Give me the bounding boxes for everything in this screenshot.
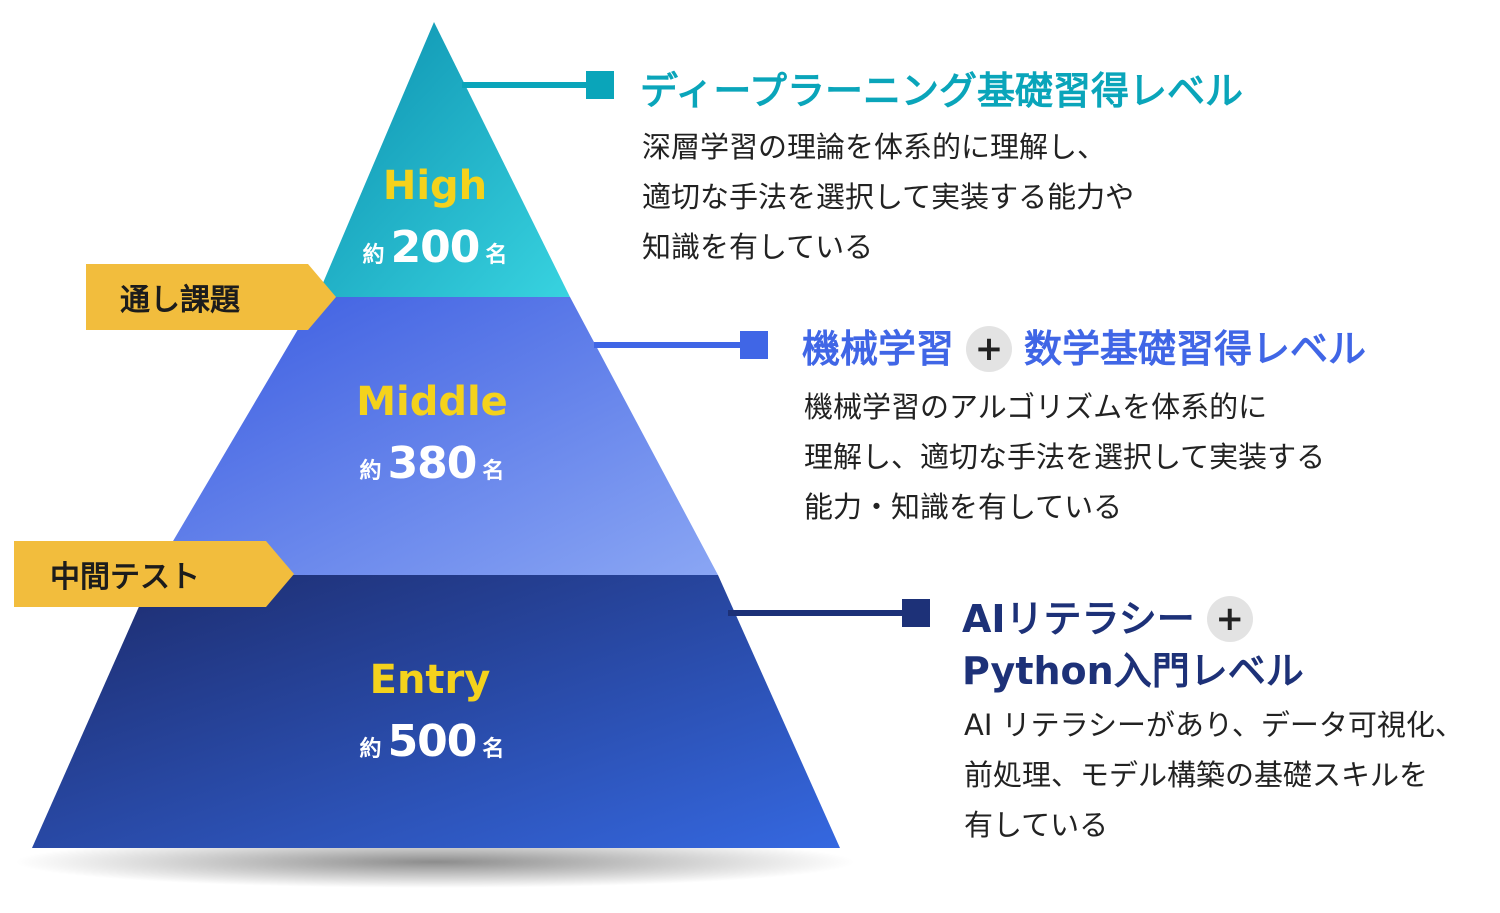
level-middle-description: 機械学習のアルゴリズムを体系的に 理解し、適切な手法を選択して実装する 能力・知… <box>804 382 1325 532</box>
level-entry-desc-line-3: 有している <box>964 808 1109 842</box>
level-entry-title-line-2: Python入門レベル <box>962 649 1304 693</box>
tier-high-shape <box>317 22 570 297</box>
tag-midterm-test: 中間テスト <box>14 541 294 607</box>
tier-entry-count-suffix: 名 <box>482 737 505 762</box>
level-middle-desc-line-2: 理解し、適切な手法を選択して実装する <box>804 440 1326 474</box>
level-entry-title-part1: AIリテラシー <box>962 597 1195 641</box>
connector-high-square <box>586 71 614 99</box>
connector-middle-square <box>740 331 768 359</box>
level-entry-description: AI リテラシーがあり、データ可視化、 前処理、モデル構築の基礎スキルを 有して… <box>964 700 1464 850</box>
tier-middle-shape <box>153 297 718 575</box>
tier-entry-shape <box>32 575 840 848</box>
level-middle-title-part2: 数学基礎習得レベル <box>1024 327 1367 371</box>
tier-entry-count-value: 500 <box>387 716 478 767</box>
level-middle-desc-line-1: 機械学習のアルゴリズムを体系的に <box>804 390 1268 424</box>
connector-entry-square <box>902 599 930 627</box>
level-entry-desc-line-1: AI リテラシーがあり、データ可視化、 <box>964 708 1464 742</box>
plus-icon: + <box>1206 595 1253 642</box>
pyramid-shadow <box>15 836 855 888</box>
tier-entry-count-prefix: 約 <box>359 737 382 762</box>
level-high-title: ディープラーニング基礎習得レベル <box>640 69 1244 113</box>
tier-middle-count-value: 380 <box>387 438 478 489</box>
level-high-description: 深層学習の理論を体系的に理解し、 適切な手法を選択して実装する能力や 知識を有し… <box>642 122 1134 272</box>
level-entry-title-line-1: AIリテラシー+ <box>962 588 1265 648</box>
tier-high-count-value: 200 <box>390 222 481 273</box>
tier-high-count-suffix: 名 <box>485 243 508 268</box>
level-high-desc-line-3: 知識を有している <box>642 230 874 264</box>
level-middle-title-part1: 機械学習 <box>802 327 955 371</box>
level-middle-desc-line-3: 能力・知識を有している <box>804 490 1123 524</box>
tier-middle-name: Middle <box>356 379 508 425</box>
tier-middle-count-prefix: 約 <box>359 459 382 484</box>
tag-assignment: 通し課題 <box>86 264 336 330</box>
plus-icon: + <box>966 325 1013 372</box>
tier-entry-name: Entry <box>369 657 491 703</box>
level-high-desc-line-1: 深層学習の理論を体系的に理解し、 <box>642 130 1107 164</box>
tier-middle-count-suffix: 名 <box>482 459 505 484</box>
tier-high-count-prefix: 約 <box>362 243 385 268</box>
tier-high-name: High <box>382 163 488 209</box>
level-entry-desc-line-2: 前処理、モデル構築の基礎スキルを <box>964 758 1429 792</box>
level-middle-title: 機械学習+数学基礎習得レベル <box>802 318 1366 378</box>
level-high-desc-line-2: 適切な手法を選択して実装する能力や <box>642 180 1135 214</box>
